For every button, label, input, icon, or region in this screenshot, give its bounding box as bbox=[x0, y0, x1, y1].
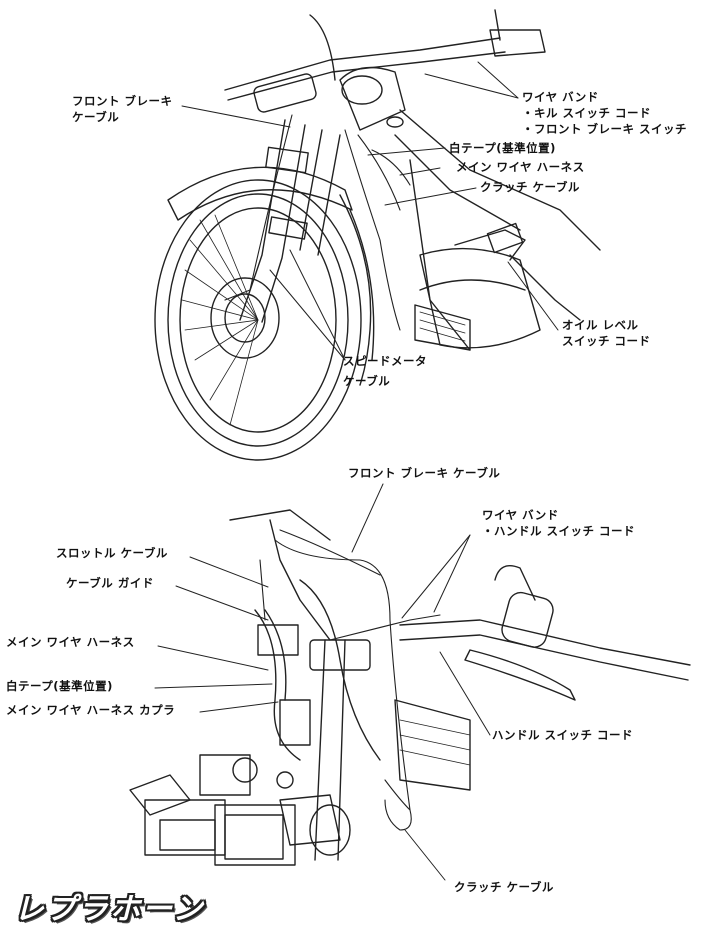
label-front-brake-switch: ・フロント ブレーキ スイッチ bbox=[522, 122, 688, 136]
label-speedometer-cable-line1: スピードメータ bbox=[343, 354, 427, 368]
handlebar bbox=[224, 37, 501, 91]
bottom-fork-left bbox=[314, 639, 326, 861]
label-wire-band: ワイヤ バンド bbox=[522, 90, 599, 104]
frame-tube bbox=[399, 109, 601, 251]
label-white-tape-bottom: 白テープ(基準位置) bbox=[6, 679, 113, 693]
label-clutch-cable-top: クラッチ ケーブル bbox=[480, 180, 580, 194]
label-main-wire-harness-bottom: メイン ワイヤ ハーネス bbox=[6, 635, 135, 649]
top-leader-lines bbox=[181, 61, 559, 361]
label-clutch-cable-bottom: クラッチ ケーブル bbox=[454, 880, 554, 894]
clutch-cable-top bbox=[344, 129, 401, 331]
left-fork-tube bbox=[239, 119, 286, 321]
front-fender bbox=[167, 166, 353, 221]
watermark-logo: レプラホーン bbox=[14, 892, 205, 927]
right-grip bbox=[489, 29, 546, 57]
bottom-handlebar bbox=[399, 619, 691, 666]
brake-lever bbox=[464, 649, 576, 701]
label-main-harness-coupler: メイン ワイヤ ハーネス カプラ bbox=[6, 703, 176, 717]
label-front-brake-cable-line2: ケーブル bbox=[72, 110, 120, 124]
label-main-wire-harness-top: メイン ワイヤ ハーネス bbox=[456, 160, 585, 174]
label-white-tape-top: 白テープ(基準位置) bbox=[449, 141, 556, 155]
label-oil-level-switch-line1: オイル レベル bbox=[562, 318, 639, 332]
front-wheel-tire bbox=[154, 179, 362, 461]
bottom-brake-cable bbox=[274, 539, 411, 811]
label-speedometer-cable-line2: ケーブル bbox=[343, 374, 391, 388]
headlight-right bbox=[214, 804, 296, 866]
bottom-switch-housing bbox=[501, 591, 554, 648]
label-wire-band-bottom: ワイヤ バンド bbox=[482, 508, 559, 522]
headlight-left bbox=[144, 799, 226, 856]
wheel-spokes bbox=[181, 214, 259, 426]
bottom-engine bbox=[394, 699, 471, 791]
bottom-leader-lines bbox=[154, 483, 491, 881]
label-cable-guide: ケーブル ガイド bbox=[66, 576, 154, 590]
bottom-motorcycle-drawing bbox=[129, 483, 691, 881]
engine-block bbox=[419, 247, 541, 349]
label-handle-switch-cord-sub: ・ハンドル スイッチ コード bbox=[482, 524, 636, 538]
left-grip bbox=[253, 73, 317, 113]
label-front-brake-cable-bottom: フロント ブレーキ ケーブル bbox=[348, 466, 501, 480]
top-motorcycle-drawing bbox=[154, 9, 601, 461]
label-kill-switch-cord: ・キル スイッチ コード bbox=[522, 106, 652, 120]
label-handle-switch-cord: ハンドル スイッチ コード bbox=[492, 728, 634, 742]
wheel-hub bbox=[210, 277, 280, 359]
label-front-brake-cable-line1: フロント ブレーキ bbox=[72, 94, 173, 108]
label-throttle-cable: スロットル ケーブル bbox=[56, 546, 168, 560]
label-oil-level-switch-line2: スイッチ コード bbox=[562, 334, 651, 348]
